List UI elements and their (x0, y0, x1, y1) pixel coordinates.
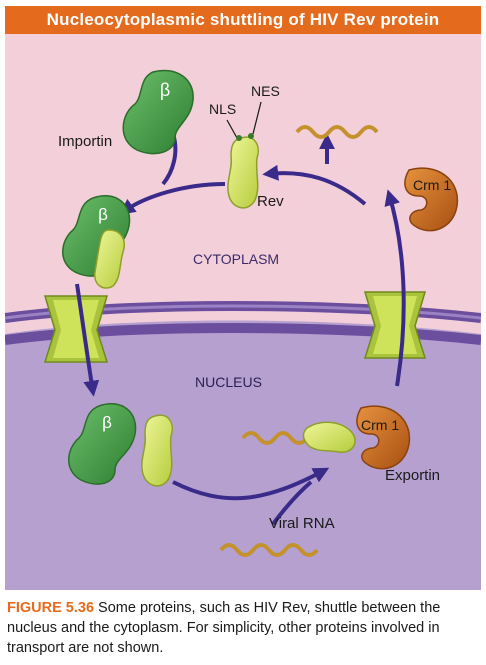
importin-label: Importin (58, 133, 112, 150)
diagram-svg: β Importin NLS NES Rev Crm 1 (5, 34, 481, 590)
arrow-rev-to-crm1 (172, 467, 330, 501)
nuclear-pore-left (43, 295, 109, 363)
figure-title: Nucleocytoplasmic shuttling of HIV Rev p… (46, 10, 440, 29)
nuclear-pore-right (363, 291, 427, 359)
importin-rev-complex (62, 195, 131, 289)
rev-protein-nucleus (141, 414, 173, 487)
caption-text: Some proteins, such as HIV Rev, shuttle … (7, 600, 441, 656)
rev-label: Rev (257, 193, 284, 210)
viral-rna-bottom (219, 543, 319, 557)
title-bar: Nucleocytoplasmic shuttling of HIV Rev p… (5, 6, 481, 34)
complex-beta-label: β (98, 205, 108, 224)
arrow-rna-joins (271, 480, 313, 526)
diagram-area: β Importin NLS NES Rev Crm 1 (5, 34, 481, 590)
importin-protein-nucleus (68, 403, 137, 485)
figure-number: FIGURE 5.36 (7, 600, 95, 616)
nls-label: NLS (209, 101, 236, 117)
arrow-rev-to-importin (119, 182, 226, 215)
crm1-protein-exportin (356, 405, 411, 470)
rev-protein-exportin (302, 421, 356, 453)
figure-caption: FIGURE 5.36 Some proteins, such as HIV R… (7, 598, 481, 658)
crm1-label-bottom: Crm 1 (361, 417, 399, 433)
rev-protein-top (227, 133, 259, 209)
exportin-label: Exportin (385, 467, 440, 484)
nes-pointer (252, 101, 262, 135)
crm1-label-top: Crm 1 (413, 177, 451, 193)
nucleus-label: NUCLEUS (195, 374, 262, 390)
importin-beta-label: β (160, 80, 170, 100)
nucleus-region (5, 320, 481, 590)
nls-pointer (226, 119, 238, 139)
nucleus-beta-label: β (102, 413, 112, 432)
cytoplasm-label: CYTOPLASM (193, 251, 279, 267)
arrow-import-through-pore (75, 283, 100, 397)
viral-rna-in-complex (241, 431, 309, 445)
nes-label: NES (251, 83, 280, 99)
arrow-export-through-pore (384, 189, 406, 387)
importin-protein (122, 69, 194, 155)
viral-rna-label: Viral RNA (269, 515, 335, 532)
crm1-protein-top (404, 167, 459, 232)
viral-rna-released (295, 125, 379, 139)
arrow-release-to-rev (262, 164, 367, 206)
